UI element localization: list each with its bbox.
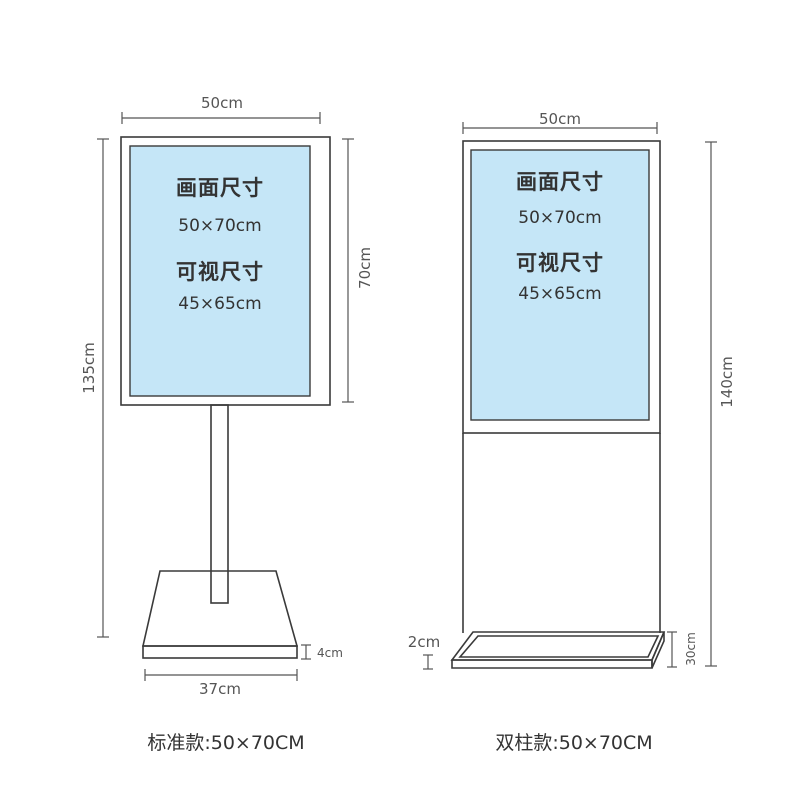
left-total-height-label: 135cm	[80, 342, 98, 394]
right-visible-title: 可视尺寸	[516, 251, 604, 275]
left-panel-title: 画面尺寸	[176, 176, 264, 200]
left-base-width-dimension: 37cm	[144, 669, 298, 698]
left-base-thickness-label: 4cm	[317, 646, 343, 660]
left-visible-size: 45×65cm	[178, 294, 261, 314]
right-visible-screen	[470, 149, 650, 421]
left-base-thickness-dimension: 4cm	[301, 644, 343, 660]
standard-stand: 50cm 画面尺寸 50×70cm 可视尺寸 45×65cm 135cm 70c…	[80, 94, 374, 754]
right-total-height-label: 140cm	[718, 356, 736, 408]
left-width-label: 50cm	[201, 94, 243, 112]
right-tray-depth-label: 30cm	[684, 632, 698, 666]
right-tray-front	[451, 659, 653, 669]
left-pole	[210, 404, 229, 604]
left-frame-height-dimension: 70cm	[342, 138, 374, 403]
right-tray-height-label: 2cm	[408, 633, 440, 651]
left-visible-screen	[129, 145, 311, 397]
left-base	[141, 570, 299, 647]
left-base-plate	[142, 645, 298, 659]
left-visible-title: 可视尺寸	[176, 260, 264, 284]
right-caption: 双柱款:50×70CM	[495, 732, 652, 754]
right-total-height-dimension: 140cm	[705, 141, 738, 667]
left-total-height-dimension: 135cm	[80, 138, 109, 638]
right-tray-height-dimension: 2cm	[408, 633, 440, 670]
double-column-stand: 50cm 画面尺寸 50×70cm 可视尺寸 45×65cm 140cm 2	[408, 110, 738, 754]
right-width-dimension: 50cm	[462, 110, 658, 134]
right-tray-side	[651, 631, 665, 669]
left-caption: 标准款:50×70CM	[147, 732, 304, 754]
right-visible-size: 45×65cm	[518, 284, 601, 304]
right-panel-size: 50×70cm	[518, 208, 601, 228]
right-tray-depth-dimension: 30cm	[667, 631, 698, 668]
right-tray-inner	[458, 635, 660, 658]
left-width-dimension: 50cm	[121, 94, 321, 124]
right-width-label: 50cm	[539, 110, 581, 128]
left-panel-size: 50×70cm	[178, 216, 261, 236]
left-base-width-label: 37cm	[199, 680, 241, 698]
right-frame	[462, 140, 661, 434]
left-frame-height-label: 70cm	[356, 247, 374, 289]
right-total-height-label-bg	[716, 336, 738, 388]
right-panel-title: 画面尺寸	[516, 170, 604, 194]
